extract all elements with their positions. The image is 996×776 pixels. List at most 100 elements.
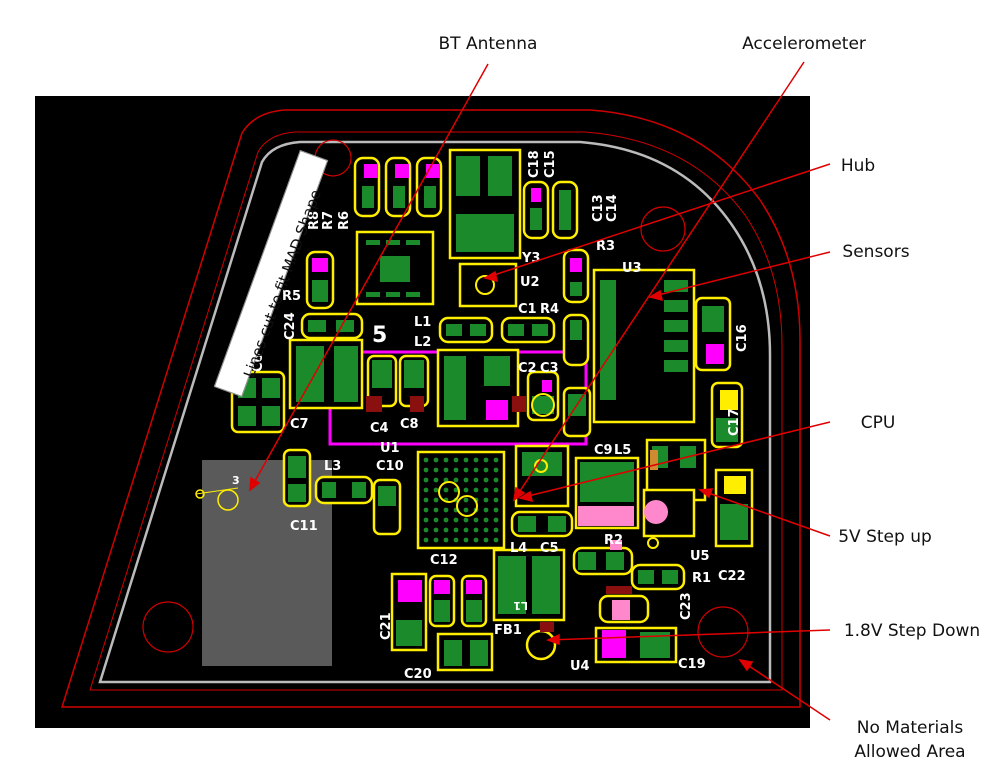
designator-l3: L3: [324, 459, 341, 474]
bga-ball: [433, 457, 439, 463]
bga-ball: [483, 497, 489, 503]
callout-hub: Hub: [840, 156, 876, 176]
bga-ball: [433, 487, 439, 493]
bga-ball: [453, 537, 459, 543]
bga-ball: [463, 477, 469, 483]
bga-ball: [453, 487, 459, 493]
bga-ball: [433, 507, 439, 513]
bga-ball: [493, 477, 499, 483]
bga-ball: [463, 457, 469, 463]
bga-ball: [463, 507, 469, 513]
designator-c4: C4: [370, 421, 389, 436]
bga-ball: [463, 497, 469, 503]
bga-ball: [453, 517, 459, 523]
board-outline: [98, 140, 772, 684]
bga-ball: [483, 477, 489, 483]
bga-ball: [483, 527, 489, 533]
bga-ball: [493, 507, 499, 513]
designator-l5: L5: [614, 443, 631, 458]
bga-ball: [493, 487, 499, 493]
bga-ball: [453, 477, 459, 483]
designator-c24: C24: [283, 312, 298, 340]
designator-c18: C18: [527, 150, 542, 178]
bga-ball: [483, 537, 489, 543]
bga-ball: [443, 507, 449, 513]
bga-ball: [463, 467, 469, 473]
callout-1-8v-step-down: 1.8V Step Down: [843, 621, 981, 641]
bga-ball: [493, 497, 499, 503]
bga-ball: [473, 487, 479, 493]
designator-c11: C11: [290, 519, 318, 534]
bga-ball: [493, 537, 499, 543]
edge-line-inner: [89, 131, 783, 691]
bga-ball: [483, 457, 489, 463]
designator-u3: U3: [622, 261, 642, 276]
bga-ball: [463, 517, 469, 523]
bga-ball: [423, 467, 429, 473]
designator-c3: C3: [540, 361, 559, 376]
bga-ball: [443, 457, 449, 463]
designator-c12: C12: [430, 553, 458, 568]
designator-c22: C22: [718, 569, 746, 584]
antenna-area: [202, 460, 332, 666]
bga-ball: [433, 477, 439, 483]
callout-no-materials: No Materials Allowed Area: [854, 716, 965, 764]
bga-ball: [473, 527, 479, 533]
bga-ball: [473, 517, 479, 523]
designator-c1: C1: [518, 302, 537, 317]
designator-u5: U5: [690, 549, 710, 564]
bga-ball: [473, 467, 479, 473]
bga-ball: [443, 487, 449, 493]
designator-c19: C19: [678, 657, 706, 672]
designator-c13: C13: [591, 194, 606, 222]
bga-ball: [453, 467, 459, 473]
bga-ball: [443, 517, 449, 523]
mounting-hole-br: [697, 606, 749, 658]
designator-r1: R1: [692, 571, 711, 586]
bga-ball: [483, 507, 489, 513]
bga-ball: [493, 527, 499, 533]
designator-c15: C15: [543, 150, 558, 178]
designator-r4: R4: [540, 302, 559, 317]
bga-ball: [463, 537, 469, 543]
designator-c9: C9: [594, 443, 613, 458]
designator-r2: R2: [604, 533, 623, 548]
designator-c8: C8: [400, 417, 419, 432]
bga-ball: [483, 467, 489, 473]
bga-ball: [433, 497, 439, 503]
bga-ball: [423, 457, 429, 463]
bga-ball: [423, 497, 429, 503]
designator-l1: L1: [414, 315, 431, 330]
bga-ball: [433, 467, 439, 473]
designator-y3: Y3: [521, 251, 540, 266]
bga-ball: [473, 477, 479, 483]
bga-ball: [453, 457, 459, 463]
designator-u2: U2: [520, 275, 540, 290]
magenta-pads: [312, 164, 724, 658]
designator-l4: L4: [510, 541, 527, 556]
mounting-hole-tr: [640, 206, 686, 252]
designator-r6: R6: [337, 211, 352, 230]
bga-ball: [483, 517, 489, 523]
bga-ball: [433, 527, 439, 533]
designator-fb1: FB1: [494, 623, 522, 638]
designator-c21: C21: [379, 612, 394, 640]
designator-c7: C7: [290, 417, 309, 432]
callout-bt-antenna: BT Antenna: [438, 34, 538, 54]
callout-arrows: [249, 61, 831, 721]
bga-ball: [423, 527, 429, 533]
bga-ball: [493, 517, 499, 523]
designator-c10: C10: [376, 459, 404, 474]
bga-ball: [473, 457, 479, 463]
designator-u4: U4: [570, 659, 590, 674]
pads: [238, 156, 748, 666]
mounting-hole-bl: [142, 601, 194, 653]
callout-cpu: CPU: [860, 413, 896, 433]
edge-line-outer: [60, 109, 801, 708]
bga-ball: [423, 517, 429, 523]
svg-text:L1: L1: [513, 599, 528, 612]
designator-c17: C17: [727, 408, 742, 436]
bga-ball: [443, 527, 449, 533]
